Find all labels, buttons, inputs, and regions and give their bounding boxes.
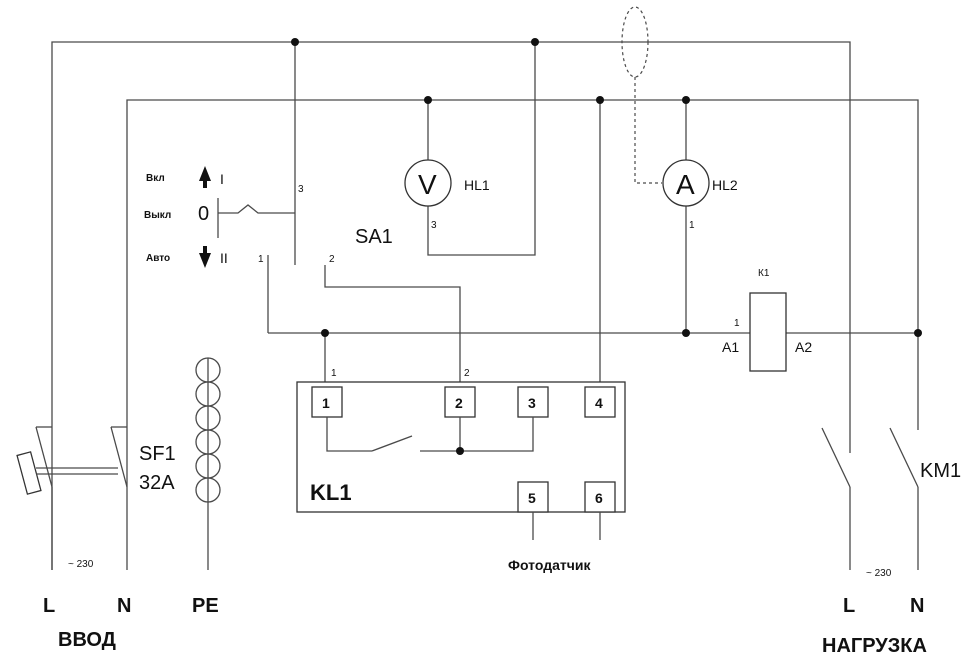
load-l: L	[843, 595, 855, 617]
svg-text:5: 5	[528, 490, 536, 506]
breaker-actuator	[16, 451, 42, 495]
voltmeter-symbol: V	[418, 169, 437, 200]
load-labels: ~ 230 L N НАГРУЗКА	[822, 568, 927, 655]
breaker-sf1: SF1 32A	[16, 426, 176, 570]
bus-lines	[51, 41, 919, 570]
ammeter-pin: 1	[689, 220, 695, 231]
load-voltage: ~ 230	[866, 568, 892, 579]
photo-sensor-label: Фотодатчик	[508, 557, 591, 573]
arrow-down-icon	[199, 246, 211, 268]
kl1-wire-label-2: 2	[464, 368, 470, 379]
breaker-label: SF1	[139, 443, 176, 465]
load-n: N	[910, 595, 924, 617]
junction-dots	[291, 38, 922, 455]
switch-pos-auto: Авто	[146, 253, 170, 264]
kl1-terminal-6	[584, 481, 616, 513]
pe-conductor	[195, 357, 221, 570]
svg-text:2: 2	[455, 395, 463, 411]
sa1-pin3: 3	[298, 184, 304, 195]
ammeter-label: HL2	[712, 177, 738, 193]
switch-pos-on-mark: I	[220, 171, 224, 187]
relay-a2: A2	[795, 339, 812, 355]
arrow-up-icon	[199, 166, 211, 188]
input-voltage: ~ 230	[68, 559, 94, 570]
input-title: ВВОД	[58, 629, 116, 651]
switch-pos-off: Выкл	[144, 210, 171, 221]
svg-text:4: 4	[595, 395, 603, 411]
input-n: N	[117, 595, 131, 617]
svg-text:3: 3	[528, 395, 536, 411]
input-labels: ~ 230 L N PE ВВОД	[43, 559, 219, 651]
svg-text:6: 6	[595, 490, 603, 506]
input-pe: PE	[192, 595, 219, 617]
current-clamp	[621, 6, 649, 78]
sa1-pin2: 2	[329, 254, 335, 265]
relay-pin: 1	[734, 318, 740, 329]
switch-pos-on: Вкл	[146, 173, 165, 184]
voltmeter-label: HL1	[464, 177, 490, 193]
ammeter-symbol: A	[676, 169, 695, 200]
relay-a1: A1	[722, 339, 739, 355]
voltmeter-pin: 3	[431, 220, 437, 231]
switch-pos-off-mark: 0	[198, 203, 209, 225]
sa1-label: SA1	[355, 226, 393, 248]
kl1-terminal-1	[311, 386, 343, 418]
relay-coil	[749, 292, 787, 372]
photo-relay-kl1: 1 2 1 2 3 4 5 6 KL1 Фотодатчик	[296, 333, 626, 573]
switch-sa1: 3 1 2 SA1 Вкл I Выкл 0 Авто II	[144, 42, 918, 387]
svg-text:1: 1	[322, 395, 330, 411]
switch-pos-auto-mark: II	[220, 250, 228, 266]
kl1-terminal-4	[584, 386, 616, 418]
input-l: L	[43, 595, 55, 617]
kl1-wire-label-1: 1	[331, 368, 337, 379]
ammeter-hl2: A HL2 1	[621, 6, 738, 333]
contactor-label: KM1	[920, 460, 961, 482]
breaker-rating: 32A	[139, 472, 175, 494]
contactor-km1: KM1	[821, 427, 961, 488]
load-title: НАГРУЗКА	[822, 635, 927, 655]
kl1-label: KL1	[310, 480, 352, 505]
sa1-pin1: 1	[258, 254, 264, 265]
voltmeter-hl1: V HL1 3	[404, 42, 536, 256]
relay-k1: К1 1 A1 A2	[722, 268, 812, 372]
kl1-terminal-2	[444, 386, 476, 418]
relay-label: К1	[758, 268, 770, 279]
